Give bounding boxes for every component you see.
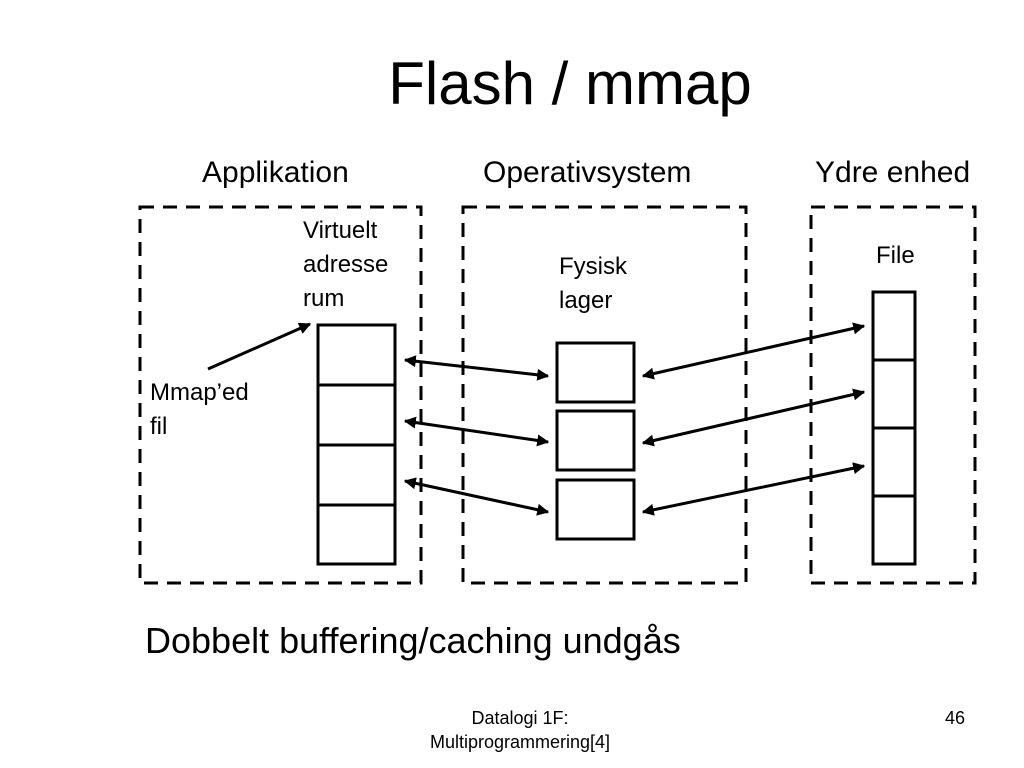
slide-caption: Dobbelt buffering/caching undgås [145,620,681,661]
virtual-page-1 [316,323,397,387]
file-block-1 [871,290,917,362]
arrow-virtual-physical-2 [403,416,550,447]
footer-line-2: Multiprogrammering[4] [429,732,611,752]
virtual-address-label-line3: rum [303,285,345,312]
virtual-address-label: Virtuelt adresse rum [303,214,388,316]
file-label: File [876,242,915,269]
virtual-page-4 [316,503,397,566]
file-block-4 [871,494,917,566]
physical-frame-1 [555,341,636,404]
file-block-3 [871,426,917,498]
application-container [138,205,423,585]
device-container [809,205,977,585]
mmaped-file-label-line2: fil [150,413,168,440]
physical-memory-label-line1: Fysisk [559,253,627,280]
physical-memory-label-line2: lager [559,287,613,314]
footer-line-1: Datalogi 1F: [471,708,569,728]
virtual-page-2 [316,383,397,447]
slide-footer: Datalogi 1F: Multiprogrammering[4] [390,706,650,754]
mmaped-pointer-arrow [207,322,312,371]
physical-frame-3 [555,478,636,541]
virtual-address-space-stack [316,323,397,566]
virtual-address-label-line1: Virtuelt [303,217,378,244]
mmaped-file-label-line1: Mmap’ed [150,379,249,406]
slide-title: Flash / mmap [388,50,752,117]
arrow-virtual-physical-3 [403,477,550,516]
virtual-address-label-line2: adresse [303,251,389,278]
physical-frame-2 [555,409,636,472]
physical-memory-frames [555,341,636,541]
column-heading-os: Operativsystem [483,156,692,189]
mmaped-file-label: Mmap’ed fil [150,376,249,444]
arrow-physical-file-2 [641,388,866,447]
arrow-virtual-physical-1 [403,355,550,381]
column-heading-device: Ydre enhed [815,156,971,189]
column-heading-application: Applikation [202,156,349,189]
arrow-physical-file-3 [641,462,866,516]
page-number: 46 [944,708,966,728]
arrow-physical-file-1 [641,322,866,380]
physical-memory-label: Fysisk lager [559,250,627,318]
file-blocks-stack [871,290,917,566]
virtual-page-3 [316,443,397,507]
file-block-2 [871,358,917,430]
